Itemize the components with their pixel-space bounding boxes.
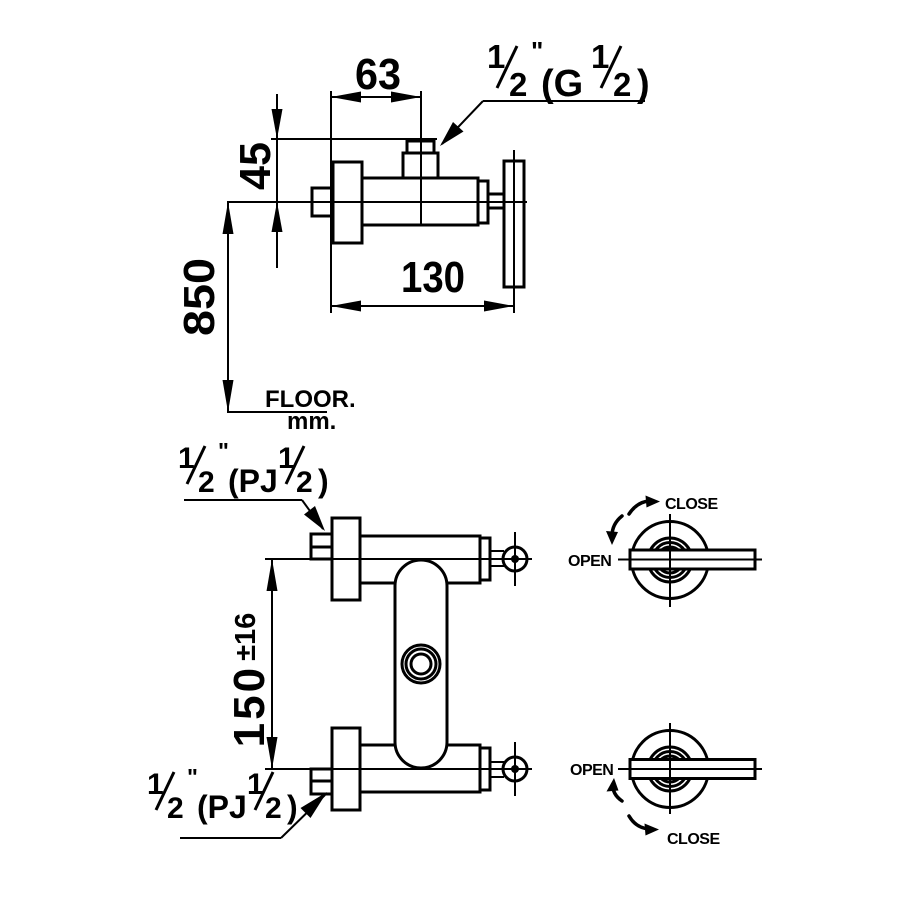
inch-mark: " [187,764,198,790]
dim-arrow-icon [484,300,514,312]
fraction-slash [284,445,306,485]
close-rotation-arrow-icon [644,823,659,836]
dim-arrow-icon [271,109,283,139]
dimension-130: 130 [331,253,514,312]
fraction-denominator: 2 [296,466,313,499]
open-rotation-arrow-icon [606,778,619,792]
fraction-denominator: 2 [198,466,215,499]
close-paren: ) [287,789,298,825]
dimension-850: 850 [175,202,234,412]
dim-arrow-icon [331,300,361,312]
thread-type: (PJ [197,789,247,825]
dim-arrow-icon [266,737,278,769]
fraction-numerator: 1 [178,442,195,475]
dim-arrow-icon [331,91,361,103]
handle-diagram-bottom: OPEN CLOSE [570,723,762,848]
fraction-slash [599,45,623,89]
close-rotation-arrow-icon [645,495,660,508]
fraction-denominator: 2 [265,792,282,825]
unit-label: mm. [287,408,336,435]
inch-mark: " [531,36,543,66]
side-view: 63 1 2 " (G 1 2 ) 45 [175,36,650,435]
dim-63-label: 63 [355,50,401,99]
g-half-inlet-label: 1 2 " (G 1 2 ) [440,36,650,146]
fraction-slash [253,771,275,811]
dim-150-label: 150±16 [225,613,274,748]
fraction-denominator: 2 [613,66,631,103]
fraction-numerator: 1 [247,768,264,801]
dimension-150: 150±16 [225,559,278,769]
dim-150-value: 150 [225,665,274,747]
close-label: CLOSE [665,496,718,513]
dim-arrow-icon [222,380,234,412]
fraction-numerator: 1 [278,442,295,475]
dim-arrow-icon [222,202,234,234]
dim-850-label: 850 [175,258,224,336]
outlet-port [409,652,433,676]
dim-45-label: 45 [231,142,280,190]
close-label: CLOSE [667,831,720,848]
dim-arrow-icon [391,91,421,103]
leader-arrow-icon [440,122,464,146]
fraction-numerator: 1 [147,768,164,801]
dim-arrow-icon [271,202,283,232]
fraction-numerator: 1 [591,38,609,75]
pj-half-label-top: 1 2 " (PJ 1 2 ) [178,438,329,531]
thread-type: (PJ [228,463,278,499]
connector-body [393,558,449,770]
fraction-slash [495,45,519,89]
close-rotation-arrow-icon [627,499,651,516]
fraction-denominator: 2 [509,66,527,103]
outlet-ring-middle [404,647,438,681]
handle-diagram-top: CLOSE OPEN [568,495,762,607]
fraction-denominator: 2 [167,792,184,825]
dim-150-tolerance: ±16 [230,613,262,661]
dim-arrow-icon [266,559,278,591]
front-view: 150±16 1 2 " (PJ 1 2 ) 1 2 [147,438,532,839]
leader-arrow-icon [304,506,325,531]
inch-mark: " [218,438,229,464]
fraction-slash [154,771,176,811]
open-label: OPEN [568,553,611,570]
leader-arrow-icon [300,792,327,818]
fraction-numerator: 1 [487,38,505,75]
close-paren: ) [637,63,650,105]
pj-half-label-bottom: 1 2 " (PJ 1 2 ) [147,764,327,839]
dimension-63: 63 [330,50,422,313]
dimension-45: 45 [231,94,437,268]
dim-130-label: 130 [401,253,465,302]
open-label: OPEN [570,762,613,779]
floor-reference: FLOOR. mm. [227,386,356,435]
thread-type: (G [541,63,583,105]
outlet-ring-outer [400,643,442,685]
floor-label: FLOOR. [265,386,356,413]
fraction-slash [185,445,207,485]
close-paren: ) [318,463,329,499]
open-rotation-arrow-icon [606,531,618,545]
